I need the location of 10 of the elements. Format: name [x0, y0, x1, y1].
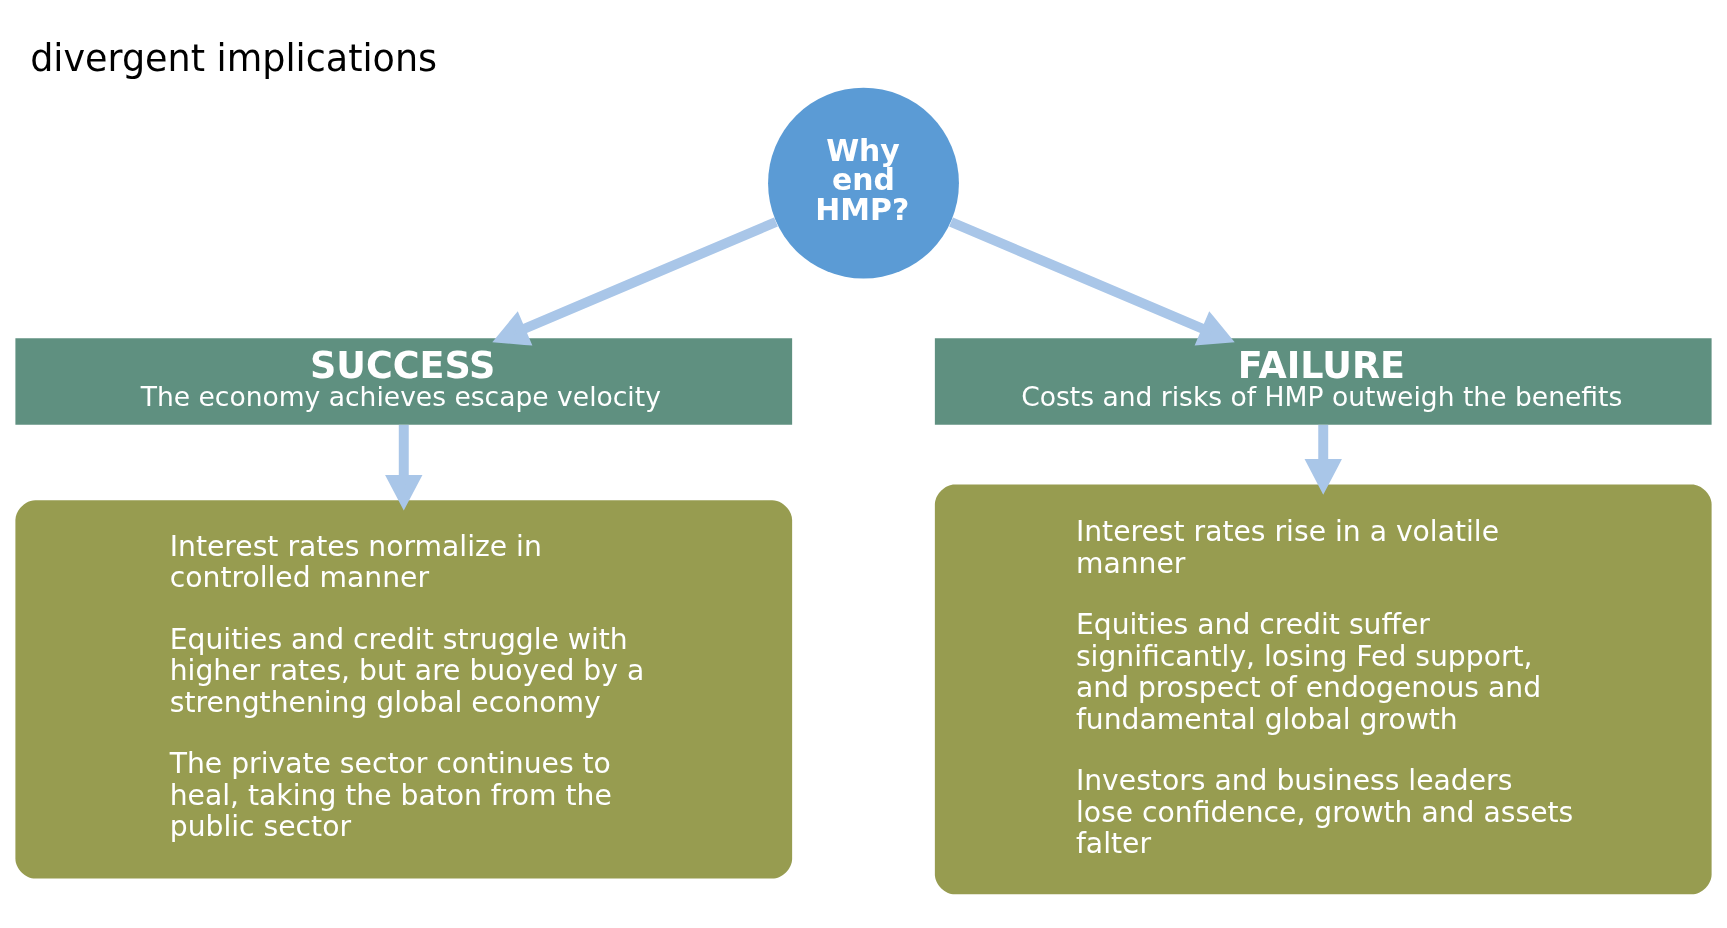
node-box: Interest rates normalize in controlled manner Equities and credit struggle with higher rates, but are buoyed by a strengthening global economy The private sector continues to heal, taking the baton from the public sector: [15, 499, 793, 879]
diagram-title: divergent implications: [30, 35, 438, 79]
node-box: FAILURE Costs and risks of HMP outweigh the benefits: [934, 337, 1712, 425]
node-box: SUCCESS The economy achieves escape velocity: [15, 337, 793, 425]
arrow: [949, 216, 1235, 346]
arrow: [1304, 424, 1342, 495]
node-box: Interest rates rise in a volatile manner Equities and credit suffer significantly, losing Fed support, and prospect of endogenous and fundamental global growth Investors and business leaders lose confidence, growth and assets falter: [934, 483, 1712, 894]
node-circle: Why end HMP?: [768, 87, 959, 279]
arrow: [385, 424, 423, 510]
arrow: [492, 216, 778, 346]
